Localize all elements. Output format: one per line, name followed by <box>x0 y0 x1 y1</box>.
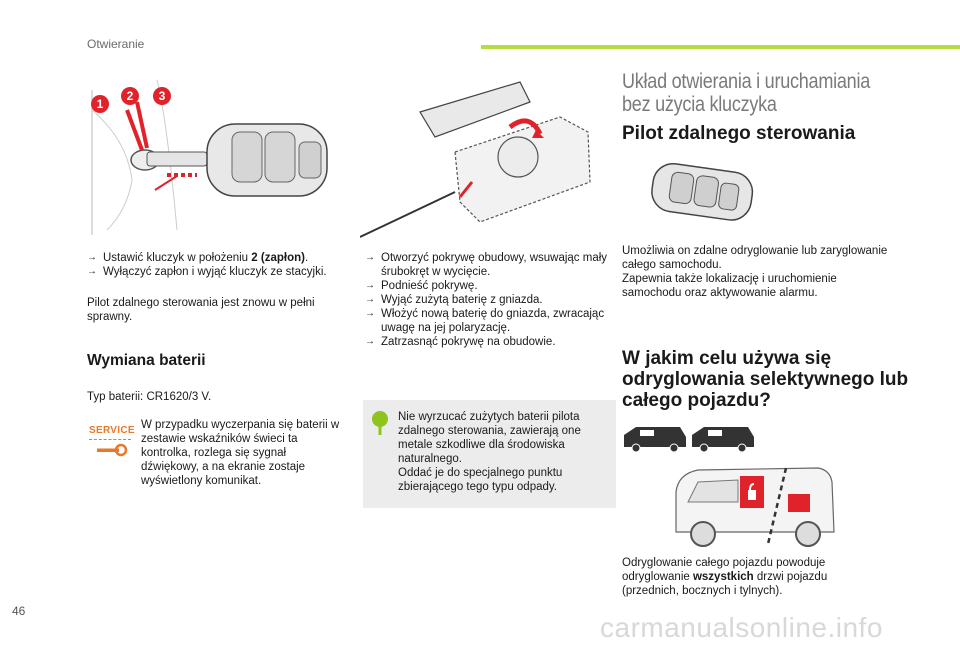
wrench-icon <box>97 443 128 457</box>
why-heading: W jakim celu używa się odryglowania sele… <box>622 348 909 411</box>
battery-heading: Wymiana baterii <box>87 352 206 369</box>
header-accent-bar <box>481 45 960 49</box>
page-number: 46 <box>12 604 26 618</box>
list-item: Włożyć nową baterię do gniazda, zwracają… <box>365 307 615 335</box>
environment-note-text: Nie wyrzucać zużytych baterii pilota zda… <box>398 411 581 493</box>
watermark: carmanualsonline.info <box>600 612 883 643</box>
list-item: Otworzyć pokrywę obudowy, wsuwając mały … <box>365 251 615 279</box>
battery-steps-list: Otworzyć pokrywę obudowy, wsuwając mały … <box>365 251 615 349</box>
ignition-steps-list: Ustawić kluczyk w położeniu 2 (zapłon). … <box>87 251 357 279</box>
remote-heading: Pilot zdalnego sterowania <box>622 123 856 144</box>
list-item: Podnieść pokrywę. <box>365 279 615 293</box>
list-item: Ustawić kluczyk w położeniu 2 (zapłon). <box>87 251 357 265</box>
figure-number-2: 2 <box>121 87 139 105</box>
environment-note-box <box>363 400 616 508</box>
battery-replacement-illustration <box>360 72 610 247</box>
vehicle-icons <box>622 423 757 453</box>
service-warning-icon: SERVICE <box>89 425 135 457</box>
ignition-key-illustration <box>87 80 337 240</box>
tree-icon <box>372 411 388 435</box>
section-title: Otwieranie <box>87 37 145 51</box>
list-item: Zatrzasnąć pokrywę na obudowie. <box>365 335 615 349</box>
page-title: Układ otwierania i uruchamiania bez użyc… <box>622 70 870 116</box>
full-unlock-description: Odryglowanie całego pojazdu powoduje odr… <box>622 557 828 597</box>
van-unlock-illustration <box>668 462 838 552</box>
remote-ok-paragraph: Pilot zdalnego sterowania jest znowu w p… <box>87 297 315 323</box>
service-description: W przypadku wyczerpania się baterii w ze… <box>141 419 340 487</box>
remote-description-2: Zapewnia także lokalizację i uruchomieni… <box>622 273 837 299</box>
figure-number-1: 1 <box>91 95 109 113</box>
remote-key-image <box>648 158 758 228</box>
list-item: Wyjąć zużytą baterię z gniazda. <box>365 293 615 307</box>
figure-number-3: 3 <box>153 87 171 105</box>
battery-type: Typ baterii: CR1620/3 V. <box>87 391 212 403</box>
remote-description-1: Umożliwia on zdalne odryglowanie lub zar… <box>622 245 888 271</box>
list-item: Wyłączyć zapłon i wyjąć kluczyk ze stacy… <box>87 265 357 279</box>
